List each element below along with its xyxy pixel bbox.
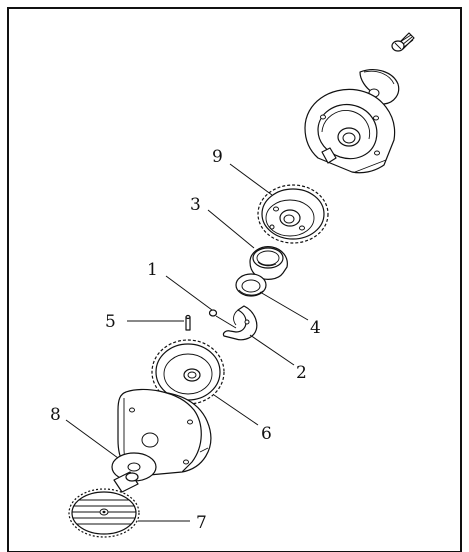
callout-4: 4 xyxy=(310,318,321,338)
screw-part xyxy=(391,32,415,52)
latch-2-part xyxy=(222,305,258,341)
callout-6: 6 xyxy=(261,424,272,444)
leader-8 xyxy=(65,419,119,459)
gear-9-part xyxy=(257,184,329,244)
callout-2: 2 xyxy=(296,363,307,383)
pin-5-part xyxy=(185,314,191,331)
callout-9: 9 xyxy=(212,147,223,167)
bushing-3-part xyxy=(249,246,288,280)
ring-4-part xyxy=(235,273,267,297)
callout-8: 8 xyxy=(50,405,61,425)
callout-3: 3 xyxy=(190,195,201,215)
leader-1b xyxy=(215,315,237,329)
leader-1 xyxy=(165,275,213,311)
leader-4 xyxy=(259,291,309,321)
washer-8-part xyxy=(111,452,157,482)
leader-2 xyxy=(249,334,295,366)
diagram-frame xyxy=(7,7,462,552)
upper-housing-part xyxy=(304,88,396,174)
callout-labels: 9 3 1 4 5 2 6 8 7 xyxy=(50,147,321,533)
shaft-gear-7-part xyxy=(68,471,140,538)
callout-5: 5 xyxy=(105,312,116,332)
leader-3 xyxy=(207,209,255,249)
gear-6-part xyxy=(151,339,225,405)
leader-6 xyxy=(213,394,259,426)
pin-1-part xyxy=(208,309,218,317)
callout-1: 1 xyxy=(147,260,158,280)
callout-7: 7 xyxy=(196,513,207,533)
leader-lines xyxy=(65,163,309,522)
leader-9 xyxy=(229,163,273,196)
